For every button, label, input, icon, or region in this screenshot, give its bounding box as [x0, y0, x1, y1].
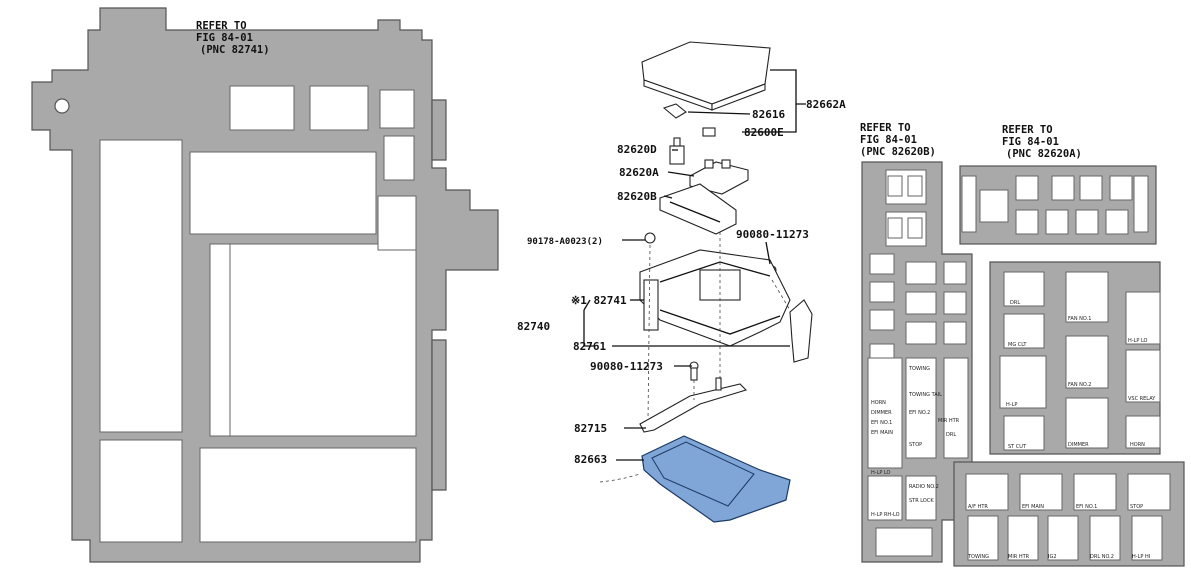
svg-text:REFER TO: REFER TO: [860, 122, 911, 134]
label-82600E: 82600E: [744, 126, 784, 139]
svg-text:TOWING: TOWING: [908, 366, 930, 372]
svg-text:EFI NO.2: EFI NO.2: [909, 410, 930, 416]
leader-lines: [583, 69, 806, 461]
svg-text:MG CLT: MG CLT: [1008, 342, 1027, 348]
svg-text:A/F HTR: A/F HTR: [968, 504, 988, 510]
cover-82662A: [641, 41, 771, 111]
svg-text:(PNC 82741): (PNC 82741): [200, 44, 270, 56]
nut-90178: [644, 232, 656, 244]
svg-text:DRL: DRL: [1010, 300, 1020, 306]
svg-text:STR LOCK: STR LOCK: [909, 498, 934, 504]
fuse-block-82620B-labels: HORN DIMMER EFI NO.1 EFI MAIN H-LP LO H-…: [871, 366, 960, 518]
bracket-82715: [639, 377, 748, 433]
label-82740: 82740: [517, 320, 550, 333]
assembly-guides: [599, 232, 791, 483]
svg-text:H-LP RH-LO: H-LP RH-LO: [871, 512, 900, 518]
svg-text:(PNC 82620B): (PNC 82620B): [860, 146, 936, 158]
svg-text:DRL: DRL: [946, 432, 956, 438]
svg-text:FAN NO.1: FAN NO.1: [1068, 316, 1091, 322]
svg-text:TOWING: TOWING: [967, 554, 989, 560]
relay-block-bottom: [953, 461, 1185, 567]
label-82620A: 82620A: [619, 166, 659, 179]
fuse-block-82620B-detail: [861, 161, 973, 563]
svg-text:FIG 84-01: FIG 84-01: [860, 134, 917, 146]
right-refer-notes: REFER TO FIG 84-01 (PNC 82620B) REFER TO…: [860, 122, 1082, 160]
relay-82620D: [669, 137, 685, 165]
svg-text:HORN: HORN: [871, 400, 886, 406]
bolt-90080-b: [689, 361, 699, 381]
svg-text:REFER TO: REFER TO: [1002, 124, 1053, 136]
label-90080-a: 90080-11273: [736, 228, 809, 241]
label-82616: 82616: [752, 108, 785, 121]
svg-text:STOP: STOP: [1130, 504, 1143, 510]
relay-block-middle-labels: DRL MG CLT H-LP ST CUT FAN NO.1 FAN NO.2…: [1006, 300, 1156, 450]
svg-text:FAN NO.2: FAN NO.2: [1068, 382, 1091, 388]
svg-text:EFI NO.1: EFI NO.1: [871, 420, 892, 426]
svg-text:H-LP: H-LP: [1006, 402, 1017, 408]
svg-text:STOP: STOP: [909, 442, 922, 448]
fuse-block-82620B: [659, 183, 737, 235]
label-90178: 90178-A0023(2): [527, 237, 603, 247]
label-82761: 82761: [573, 340, 606, 353]
label-82663: 82663: [574, 453, 607, 466]
relay-block-bottom-labels: A/F HTR EFI MAIN EFI NO.1 STOP TOWING MI…: [967, 504, 1150, 560]
fuse-puller-82616: [662, 103, 687, 119]
svg-text:IG2: IG2: [1048, 554, 1057, 560]
svg-text:(PNC 82620A): (PNC 82620A): [1006, 148, 1082, 160]
label-82715: 82715: [574, 422, 607, 435]
svg-text:ST CUT: ST CUT: [1008, 444, 1027, 450]
svg-text:FIG 84-01: FIG 84-01: [196, 32, 253, 44]
relay-block-middle: [989, 261, 1161, 455]
label-82662A: 82662A: [806, 98, 846, 111]
junction-block-cavities: [99, 85, 417, 543]
svg-text:EFI MAIN: EFI MAIN: [1022, 504, 1044, 510]
svg-text:DRL NO.2: DRL NO.2: [1090, 554, 1114, 560]
left-refer-note: REFER TO FIG 84-01 (PNC 82741): [196, 20, 270, 56]
svg-text:RADIO NO.2: RADIO NO.2: [909, 484, 939, 490]
bracket-82761: [789, 299, 813, 363]
svg-text:VSC RELAY: VSC RELAY: [1128, 396, 1156, 402]
svg-text:MIR HTR: MIR HTR: [938, 418, 960, 424]
tray-82663: [641, 435, 791, 523]
svg-text:H-LP LO: H-LP LO: [871, 470, 891, 476]
label-82620D: 82620D: [617, 143, 657, 156]
relay-block-82620A: [689, 159, 749, 195]
label-82741: ※1 82741: [571, 294, 627, 307]
svg-text:HORN: HORN: [1130, 442, 1145, 448]
part-number-labels: 82662A 82616 82600E 82620D 82620A 82620B…: [517, 98, 846, 466]
fuse-82600E: [702, 127, 716, 137]
svg-text:EFI MAIN: EFI MAIN: [871, 430, 893, 436]
label-82620B: 82620B: [617, 190, 657, 203]
svg-text:FIG 84-01: FIG 84-01: [1002, 136, 1059, 148]
svg-text:TOWING TAIL: TOWING TAIL: [908, 392, 942, 398]
svg-text:MIR HTR: MIR HTR: [1008, 554, 1030, 560]
housing-82741: [639, 249, 791, 347]
label-90080-b: 90080-11273: [590, 360, 663, 373]
svg-text:REFER TO: REFER TO: [196, 20, 247, 32]
svg-text:DIMMER: DIMMER: [871, 410, 892, 416]
svg-text:H-LP LO: H-LP LO: [1128, 338, 1148, 344]
tray-82663-fill: [641, 435, 791, 523]
relay-block-82620A-detail: [959, 165, 1157, 245]
svg-text:DIMMER: DIMMER: [1068, 442, 1089, 448]
svg-text:H-LP HI: H-LP HI: [1132, 554, 1150, 560]
svg-text:EFI NO.1: EFI NO.1: [1076, 504, 1097, 510]
